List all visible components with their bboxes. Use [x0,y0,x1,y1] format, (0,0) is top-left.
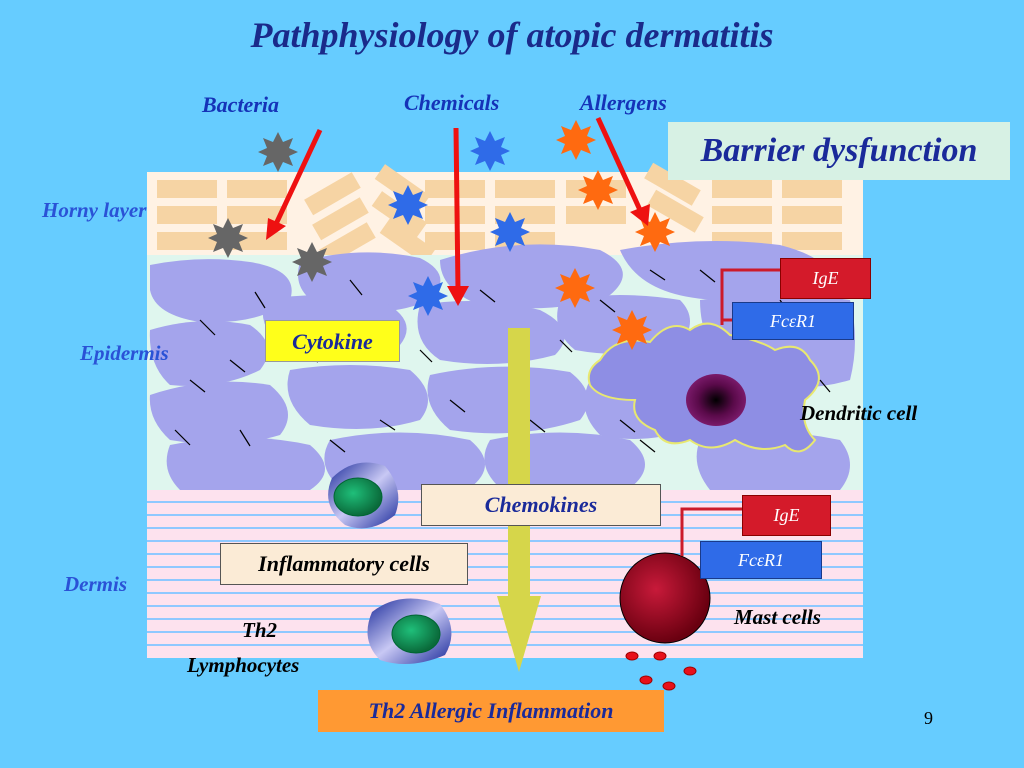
allergens-label: Allergens [580,90,667,115]
mast-cell [619,507,742,691]
dendritic-cell-label: Dendritic cell [800,401,918,425]
barrier-dysfunction-box: Barrier dysfunction [668,122,1010,180]
inflammatory-cells-box: Inflammatory cells [220,543,468,585]
bacteria-label: Bacteria [202,92,279,117]
horny-layer-label: Horny layer [42,198,147,222]
lymphocytes-label: Lymphocytes [187,653,300,677]
dendritic-ige-tag: IgE [780,258,871,299]
mast-cells-label: Mast cells [734,605,821,629]
entry-arrows [266,116,650,306]
page-number: 9 [924,708,933,728]
central-arrow [497,328,541,672]
chemokines-box: Chemokines [421,484,661,526]
chemical-particles [388,131,530,316]
chemicals-label: Chemicals [404,90,500,115]
mast-fce-tag: FcεR1 [700,541,822,579]
dendritic-fce-tag: FcεR1 [732,302,854,340]
th2-lymphocyte-cell [367,598,452,664]
page-title: Pathphysiology of atopic dermatitis [250,15,774,55]
mast-ige-tag: IgE [742,495,831,536]
epidermis-label: Epidermis [80,341,169,365]
dermis-label: Dermis [64,572,127,596]
bacteria-particles [208,132,332,282]
th2-allergic-inflammation-box: Th2 Allergic Inflammation [318,690,664,732]
cytokine-box: Cytokine [265,320,400,362]
inflammatory-cell [328,462,399,529]
dendritic-cell [587,268,820,453]
th2-label: Th2 [242,618,278,642]
allergen-particles [555,120,675,350]
